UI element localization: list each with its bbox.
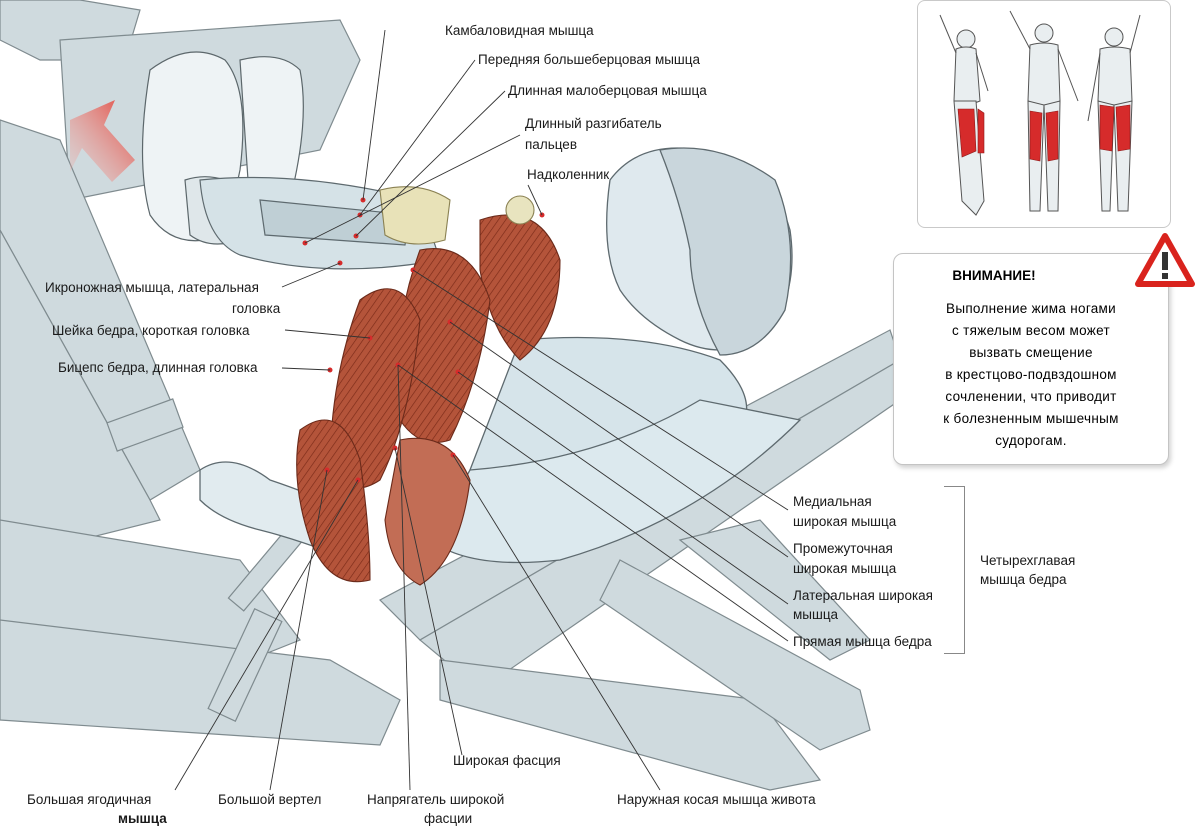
label-tensor-fasciae-latae-2: фасции [424, 811, 473, 826]
label-greater-trochanter: Большой вертел [218, 792, 322, 807]
warning-triangle-icon [1135, 233, 1195, 287]
label-vastus-lateralis-2: мышца [793, 607, 839, 622]
warning-line: в крестцово-подвздошном [945, 367, 1117, 382]
warning-line: с тяжелым весом может [952, 323, 1110, 338]
label-gastrocnemius-2: головка [232, 301, 281, 316]
label-fascia-lata: Широкая фасция [453, 753, 561, 768]
label-soleus: Камбаловидная мышца [445, 23, 594, 38]
label-quadriceps: Четырехглавая [980, 553, 1076, 568]
warning-line: Выполнение жима ногами [946, 301, 1116, 316]
label-tibialis-anterior: Передняя большеберцовая мышца [478, 52, 701, 67]
label-gluteus-maximus: Большая ягодичная [27, 792, 152, 807]
label-vastus-intermedius: Промежуточная [793, 541, 893, 556]
warning-text: Выполнение жима ногами с тяжелым весом м… [902, 298, 1160, 452]
label-biceps-femoris-long: Бицепс бедра, длинная головка [58, 360, 258, 375]
label-extensor-digitorum-2: пальцев [525, 137, 577, 152]
label-vastus-lateralis: Латеральная широкая [793, 588, 933, 603]
label-vastus-intermedius-2: широкая мышца [793, 561, 897, 576]
body [199, 147, 802, 564]
warning-line: вызвать смещение [969, 345, 1093, 360]
inset-muscle-figures [917, 0, 1171, 228]
leader-lines [174, 29, 789, 791]
label-patella: Надколенник [527, 167, 610, 182]
warning-title: ВНИМАНИЕ! [952, 268, 1036, 283]
muscle-figures-illustration [939, 10, 1141, 216]
label-tensor-fasciae-latae: Напрягатель широкой [367, 792, 505, 807]
label-gluteus-maximus-2: мышца [118, 811, 167, 826]
lower-legs [199, 176, 441, 270]
label-gastrocnemius: Икроножная мышца, латеральная [45, 280, 259, 295]
label-external-oblique: Наружная косая мышца живота [617, 792, 816, 807]
push-direction-arrow [70, 100, 135, 182]
quadriceps-bracket [944, 486, 965, 654]
warning-line: сочленении, что приводит [945, 389, 1117, 404]
label-peroneus-longus: Длинная малоберцовая мышца [508, 83, 707, 98]
warning-callout: ВНИМАНИЕ! Выполнение жима ногами с тяжел… [893, 253, 1169, 465]
label-vastus-medialis: Медиальная [793, 494, 872, 509]
label-quadriceps-2: мышца бедра [980, 572, 1067, 587]
label-extensor-digitorum: Длинный разгибатель [525, 116, 662, 131]
label-biceps-femoris-short: Шейка бедра, короткая головка [52, 323, 250, 338]
warning-line: судорогам. [995, 433, 1067, 448]
label-rectus-femoris: Прямая мышца бедра [793, 634, 932, 649]
label-vastus-medialis-2: широкая мышца [793, 514, 897, 529]
warning-line: к болезненным мышечным [943, 411, 1119, 426]
thigh-muscles [296, 186, 561, 586]
